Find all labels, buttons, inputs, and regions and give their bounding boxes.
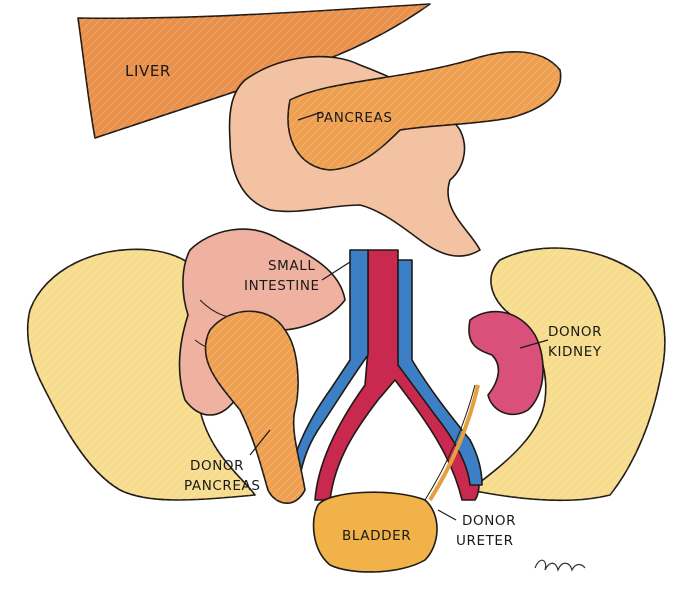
donor-kidney xyxy=(468,310,544,416)
label-liver: LIVER xyxy=(125,62,171,80)
liver xyxy=(77,3,431,139)
donor-ureter-leader xyxy=(437,509,457,521)
label-small-intestine-1: SMALL xyxy=(268,258,316,274)
label-donor-ureter-2: URETER xyxy=(456,533,514,549)
label-small-intestine-2: INTESTINE xyxy=(244,278,320,294)
label-bladder: BLADDER xyxy=(342,528,411,544)
label-pancreas: PANCREAS xyxy=(316,110,393,126)
donor-pancreas xyxy=(204,310,306,504)
donor-pancreas-leader xyxy=(249,429,271,456)
native-pancreas xyxy=(287,51,562,171)
label-donor-pancreas-2: PANCREAS xyxy=(184,478,261,494)
label-donor-kidney-2: KIDNEY xyxy=(548,344,602,360)
artist-signature xyxy=(534,559,586,572)
right-pelvic-bone xyxy=(469,247,666,502)
label-donor-pancreas-1: DONOR xyxy=(190,458,244,474)
bladder xyxy=(312,491,438,573)
label-donor-kidney-1: DONOR xyxy=(548,324,602,340)
label-donor-ureter-1: DONOR xyxy=(462,513,516,529)
donor-kidney-leader xyxy=(519,339,549,349)
pancreas-leader xyxy=(297,111,323,121)
small-intestine-leader xyxy=(321,261,351,281)
donor-ureter xyxy=(424,384,480,502)
